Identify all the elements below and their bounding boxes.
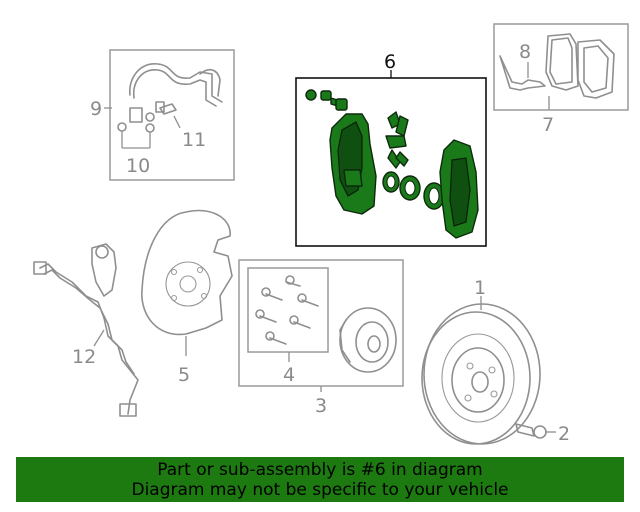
callout-1: 1 <box>474 277 486 299</box>
callout-7: 7 <box>542 114 554 136</box>
highlight-banner: Part or sub-assembly is #6 in diagram Di… <box>16 457 624 502</box>
callout-2: 2 <box>558 423 570 445</box>
hose-group-frame <box>109 49 235 181</box>
banner-line-2: Diagram may not be specific to your vehi… <box>131 480 509 500</box>
callout-6: 6 <box>384 51 396 73</box>
callout-9: 9 <box>90 98 102 120</box>
callout-5: 5 <box>178 364 190 386</box>
hose-group <box>104 49 235 181</box>
hub-group <box>238 259 404 392</box>
callout-4: 4 <box>283 364 295 386</box>
banner-line-1: Part or sub-assembly is #6 in diagram <box>157 460 483 480</box>
caliper-assembly <box>295 70 487 247</box>
callout-12: 12 <box>72 346 96 368</box>
splash-shield <box>141 209 233 356</box>
pad-group-frame <box>493 23 629 111</box>
bolt-set-frame <box>247 267 329 353</box>
callout-8: 8 <box>519 41 531 63</box>
parts-diagram: 9 10 11 8 7 <box>33 23 629 445</box>
pad-group <box>493 23 629 111</box>
brake-rotor <box>421 296 541 445</box>
callout-10: 10 <box>126 155 150 177</box>
callout-3: 3 <box>315 395 327 417</box>
rotor-screw <box>515 423 556 439</box>
callout-11: 11 <box>182 129 206 151</box>
abs-sensor <box>33 243 139 417</box>
